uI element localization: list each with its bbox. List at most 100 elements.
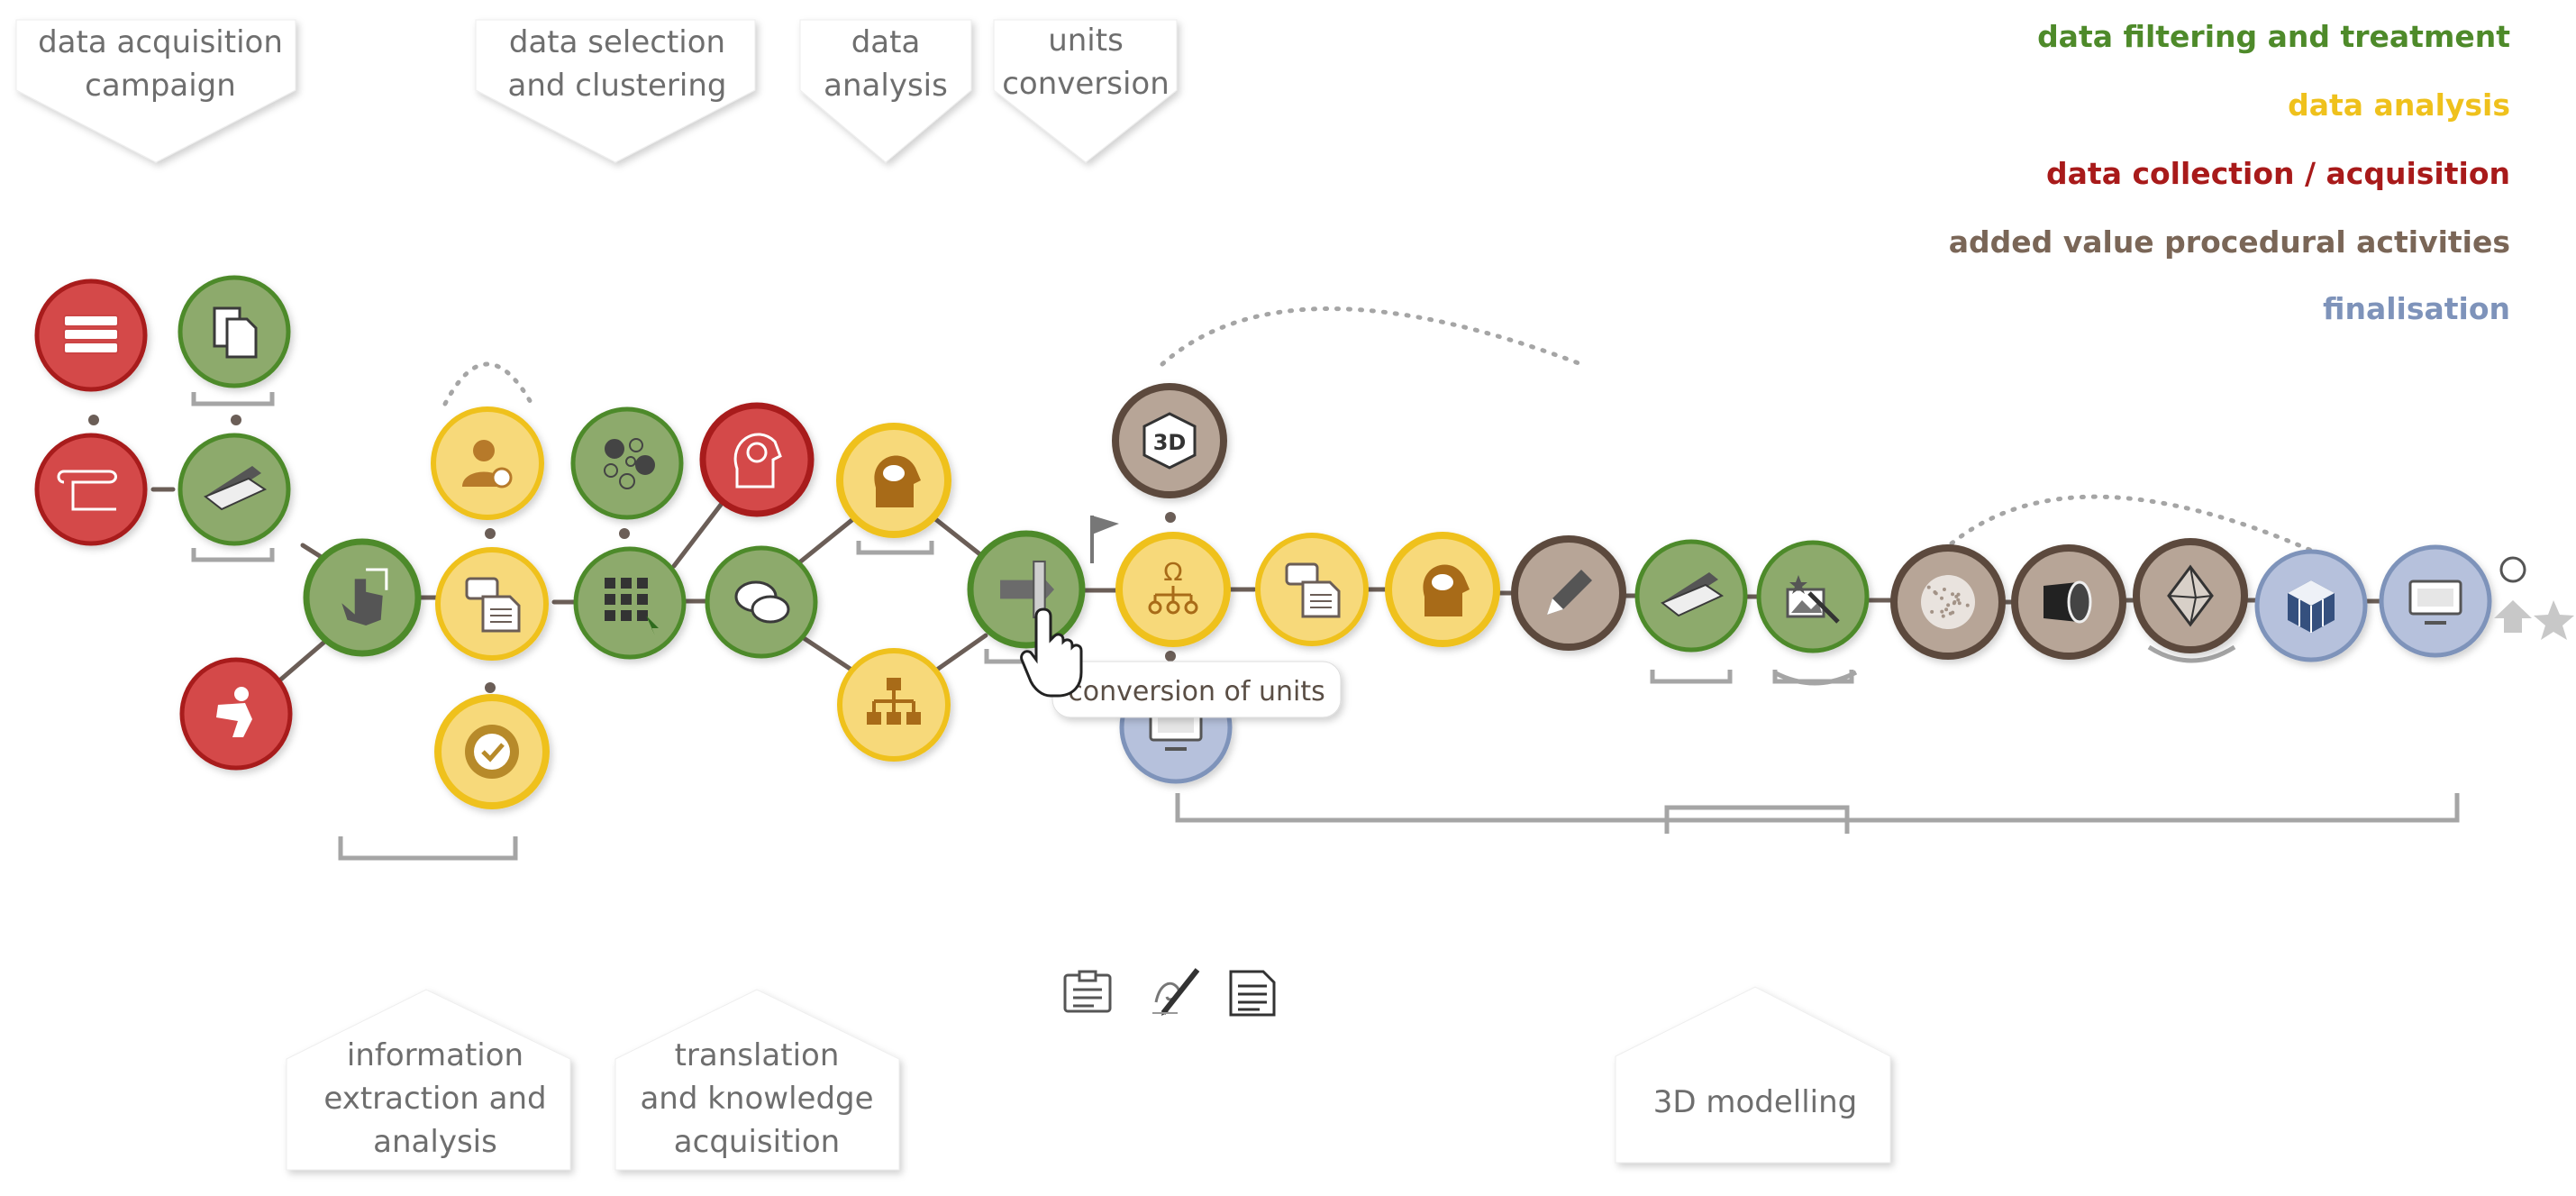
node-scroll[interactable]	[34, 433, 148, 546]
arrow-up-icon[interactable]	[2494, 600, 2532, 633]
node-cube-blocks[interactable]	[2254, 549, 2368, 662]
octahedron-icon	[2167, 564, 2214, 627]
books-icon	[63, 315, 119, 354]
legend-collection: data collection / acquisition	[2046, 156, 2510, 191]
clusters-icon	[604, 438, 655, 489]
hierarchy-icon	[867, 678, 921, 725]
stage-labels-top: data acquisition campaign data selection…	[15, 19, 1178, 163]
stage-label-information-extraction-2: extraction and	[323, 1081, 546, 1117]
cube-blocks-icon	[2288, 580, 2335, 633]
scanner-icon	[204, 466, 268, 511]
tooltip: conversion of units	[1051, 661, 1342, 718]
stage-label-data-selection-2: and clustering	[508, 68, 727, 104]
sketch-pencil-icon[interactable]	[1152, 968, 1200, 1016]
stage-label-translation: translation	[675, 1037, 840, 1073]
stage-shape-data-analysis	[799, 19, 972, 163]
node-monitor-2[interactable]	[2379, 544, 2492, 658]
node-badge-check[interactable]	[434, 694, 550, 809]
chat-bubbles-icon	[734, 580, 790, 624]
flag-icon	[1090, 516, 1119, 563]
image-wand-icon	[1786, 575, 1840, 624]
node-head-thought-1[interactable]	[836, 423, 951, 538]
tooltip-text: conversion of units	[1068, 676, 1324, 708]
hand-cursor-icon	[1020, 607, 1083, 698]
point-cloud-icon	[1921, 575, 1975, 629]
legend-filtering: data filtering and treatment	[2037, 19, 2510, 54]
hand-touch-icon	[341, 568, 388, 625]
node-three-d[interactable]: 3D	[1112, 383, 1227, 498]
circle-outline-icon[interactable]	[2499, 556, 2526, 583]
node-clusters[interactable]	[570, 406, 684, 520]
legend-finalisation: finalisation	[2323, 291, 2510, 326]
stage-labels-bottom: information extraction and analysis tran…	[286, 986, 1891, 1171]
stage-shape-units-conversion	[993, 19, 1178, 163]
document-comment-icon	[1285, 562, 1341, 618]
node-octahedron[interactable]	[2133, 538, 2248, 653]
head-thought-icon	[1423, 564, 1470, 616]
legend: data filtering and treatment data analys…	[1949, 19, 2510, 326]
document-comment-icon	[465, 577, 521, 633]
stage-label-information-extraction: information	[347, 1037, 523, 1073]
node-pencil[interactable]	[1511, 535, 1626, 651]
node-copy-docs[interactable]	[177, 275, 291, 388]
node-scanner-2[interactable]	[1634, 539, 1748, 653]
stage-label-translation-3: acquisition	[674, 1124, 840, 1160]
node-image-wand[interactable]	[1756, 540, 1870, 653]
node-hand-touch[interactable]	[303, 538, 422, 657]
star-icon[interactable]	[2534, 600, 2574, 640]
node-scanner-1[interactable]	[177, 433, 291, 546]
node-photographer[interactable]	[179, 657, 293, 771]
legend-procedural: added value procedural activities	[1949, 224, 2510, 260]
grid-select-icon	[605, 578, 659, 635]
copy-documents-icon	[213, 306, 258, 359]
stage-label-units-conversion-2: conversion	[1002, 66, 1170, 102]
badge-check-icon	[465, 725, 519, 779]
node-head-thought-2[interactable]	[1385, 532, 1500, 647]
stage-shape-3d-modelling	[1615, 986, 1891, 1164]
stage-label-3d-modelling: 3D modelling	[1653, 1084, 1858, 1120]
clipboard-icon[interactable]	[1063, 970, 1112, 1013]
node-omega-tree[interactable]: Ω	[1115, 532, 1231, 647]
stage-label-translation-2: and knowledge	[640, 1081, 873, 1117]
dotted-arcs	[442, 306, 2317, 554]
stage-label-data-acquisition-2: campaign	[85, 68, 236, 104]
user-check-icon	[462, 440, 513, 488]
process-nodes: 3D Ω	[34, 275, 2492, 809]
document-icon[interactable]	[1229, 970, 1276, 1017]
pencil-icon	[1547, 570, 1592, 615]
node-user-check[interactable]	[431, 406, 544, 520]
stage-label-data-selection: data selection	[509, 24, 725, 60]
stage-shape-data-acquisition	[15, 19, 296, 163]
node-ruler-convert[interactable]	[967, 530, 1086, 649]
svg-text:Ω: Ω	[1163, 557, 1182, 587]
stage-shape-information-extraction	[286, 989, 571, 1171]
monitor-icon	[2408, 580, 2462, 625]
node-spotlight[interactable]	[2011, 544, 2126, 660]
stage-shape-data-selection	[475, 19, 756, 163]
node-doc-comment-2[interactable]	[1255, 533, 1369, 646]
stage-label-data-analysis-2: analysis	[824, 68, 948, 104]
node-point-cloud[interactable]	[1890, 544, 2006, 660]
node-chat[interactable]	[705, 545, 818, 659]
legend-analysis: data analysis	[2288, 87, 2510, 123]
photographer-icon	[216, 687, 252, 737]
node-doc-comment-1[interactable]	[435, 547, 549, 661]
head-brain-icon	[733, 433, 782, 488]
node-books[interactable]	[34, 278, 148, 392]
stage-label-information-extraction-3: analysis	[373, 1124, 497, 1160]
node-head-brain[interactable]	[699, 402, 815, 517]
omega-tree-icon: Ω	[1148, 557, 1198, 615]
scanner-icon	[1661, 572, 1725, 617]
end-markers	[2494, 556, 2574, 640]
stage-shape-translation	[614, 989, 900, 1171]
node-grid-select[interactable]	[573, 546, 687, 660]
head-thought-icon	[874, 455, 921, 507]
brackets	[191, 392, 2460, 861]
stage-label-units-conversion: units	[1048, 23, 1124, 59]
bottom-tools	[1063, 968, 1276, 1017]
scroll-icon	[57, 470, 117, 511]
stage-label-data-analysis: data	[851, 24, 921, 60]
stage-label-data-acquisition: data acquisition	[38, 24, 283, 60]
node-hierarchy[interactable]	[837, 648, 951, 762]
